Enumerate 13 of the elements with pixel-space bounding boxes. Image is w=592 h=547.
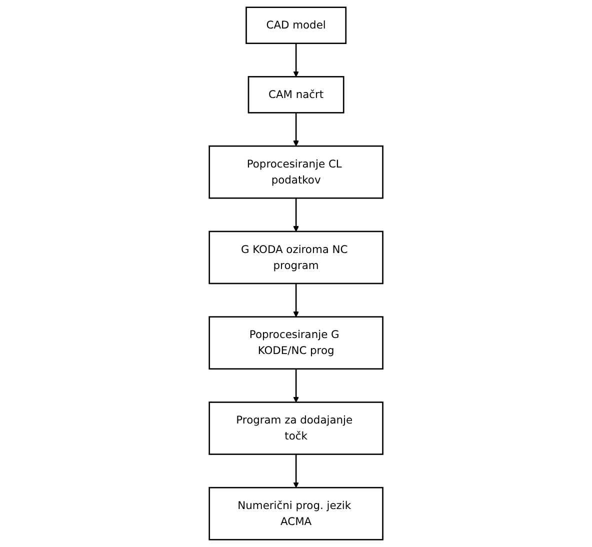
node-box: Program za dodajanje točk (208, 402, 384, 455)
node-box: Poprocesiranje CL podatkov (208, 145, 384, 199)
node-box: Numerični prog. jezik ACMA (208, 486, 384, 540)
node-box: CAM načrt (248, 76, 344, 114)
arrow (293, 43, 299, 77)
arrow (293, 112, 299, 146)
arrow (293, 198, 299, 232)
arrow (293, 368, 299, 402)
arrow (293, 454, 299, 488)
node-box: Poprocesiranje G KODE/NC prog (208, 316, 384, 370)
arrow (293, 284, 299, 318)
node-box: CAD model (246, 6, 346, 44)
node-box: G KODA oziroma NC program (208, 230, 384, 284)
